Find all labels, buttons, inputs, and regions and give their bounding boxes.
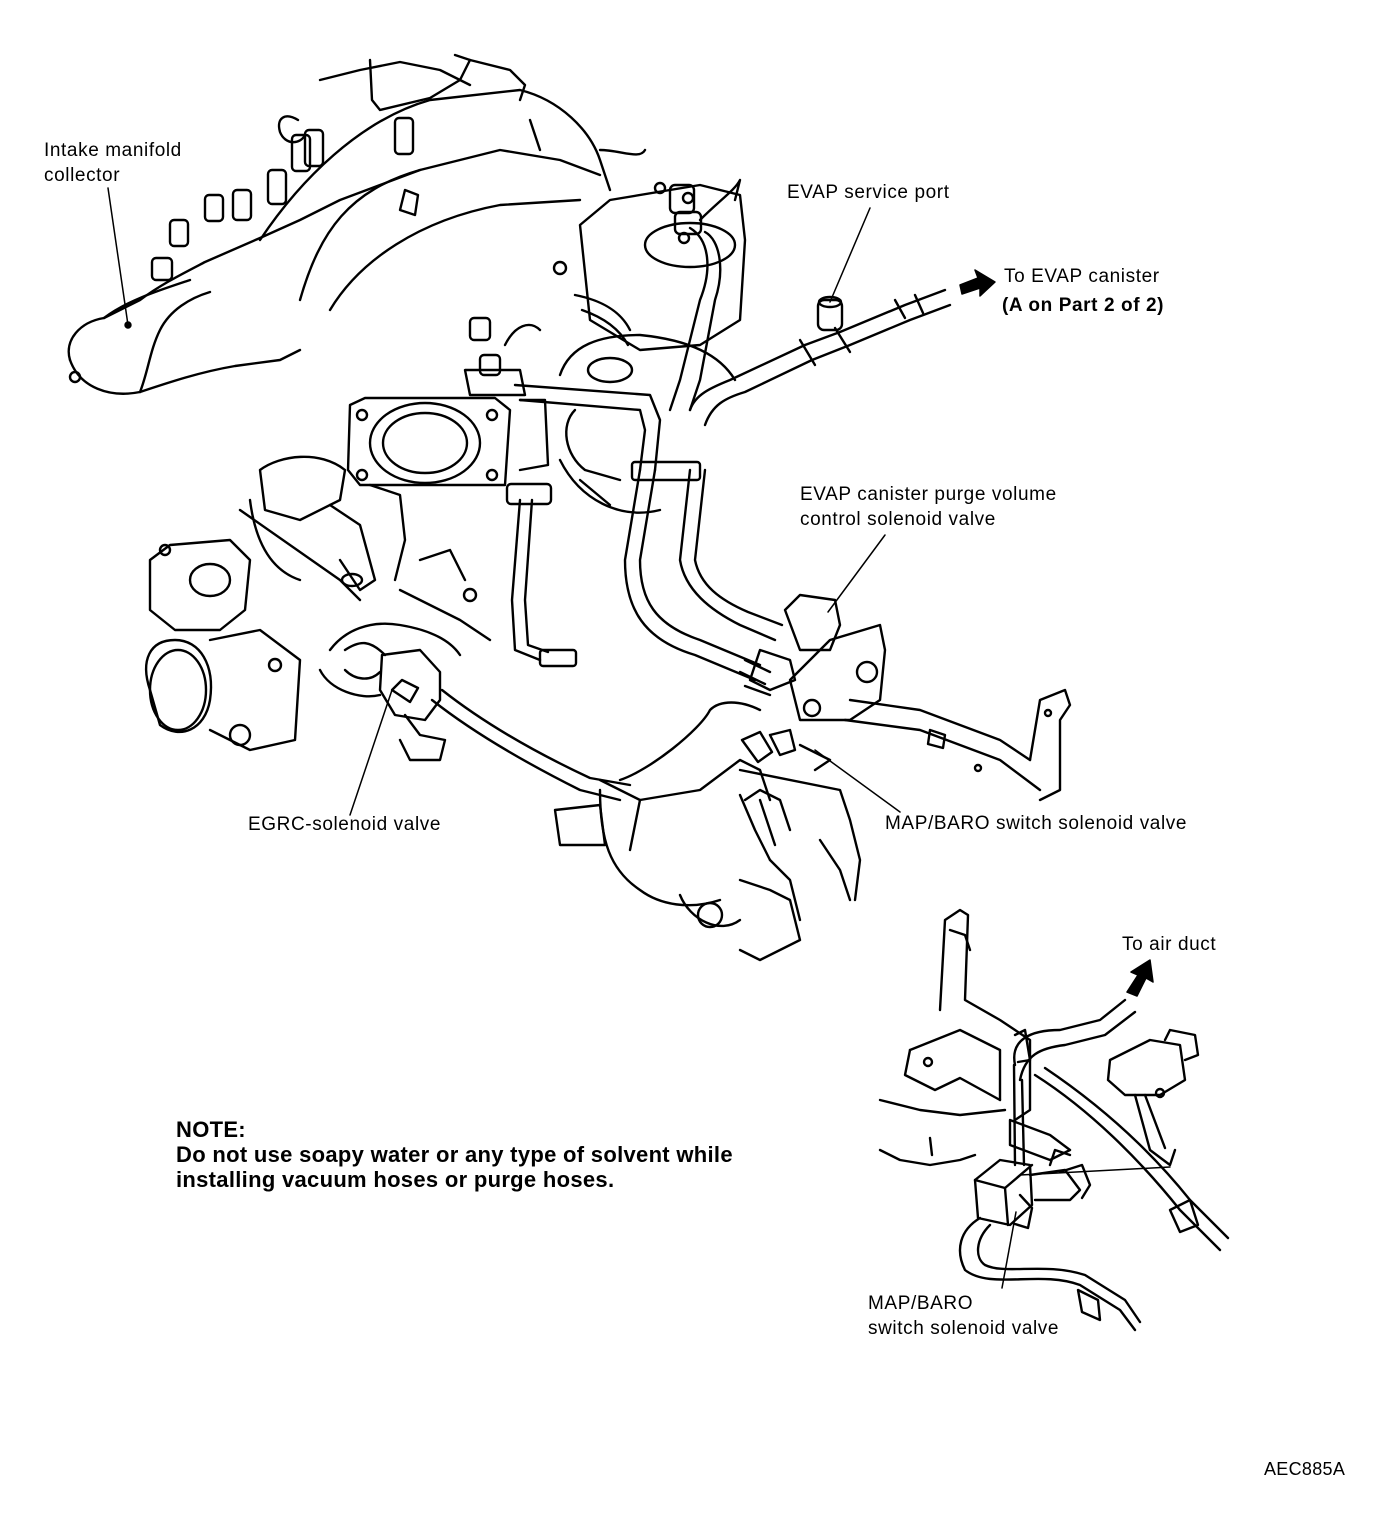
intake-manifold-label-line2: collector <box>44 165 121 186</box>
evap-service-port-label: EVAP service port <box>787 182 950 203</box>
evap-canister-arrow <box>959 269 996 297</box>
note-block: NOTE: Do not use soapy water or any type… <box>176 1117 733 1192</box>
purge-valve-label-line2: control solenoid valve <box>800 509 996 530</box>
to-evap-canister-label: To EVAP canister <box>1004 266 1160 287</box>
purge-valve-label-line1: EVAP canister purge volume <box>800 484 1057 505</box>
note-line-2: installing vacuum hoses or purge hoses. <box>176 1167 615 1192</box>
throttle-body-drawing <box>346 316 550 487</box>
detail-inset-drawing <box>878 908 1230 1332</box>
air-duct-arrow <box>1126 959 1154 997</box>
intake-manifold-label-line1: Intake manifold <box>44 140 182 161</box>
detail-map-baro-label-line2: switch solenoid valve <box>868 1318 1060 1339</box>
purge-solenoid-bracket-drawing <box>738 593 1072 802</box>
purge-hose-drawing <box>513 178 952 472</box>
detail-map-baro-label-line1: MAP/BARO <box>868 1293 974 1314</box>
egrc-solenoid-drawing <box>343 641 632 802</box>
water-outlet-drawing <box>145 455 492 752</box>
figure-id: AEC885A <box>1264 1459 1346 1479</box>
egrc-solenoid-label: EGRC-solenoid valve <box>248 814 442 835</box>
map-baro-valve-label: MAP/BARO switch solenoid valve <box>885 813 1188 834</box>
to-air-duct-label: To air duct <box>1122 934 1217 955</box>
leader-lines <box>107 187 1171 1289</box>
lower-bracket-drawing <box>553 701 862 962</box>
part-reference-label: (A on Part 2 of 2) <box>1002 295 1165 316</box>
evap-purge-block-drawing <box>505 181 747 514</box>
vertical-hoses-drawing <box>510 460 784 682</box>
intake-manifold-collector-drawing <box>67 53 647 395</box>
note-line-1: Do not use soapy water or any type of so… <box>176 1142 733 1167</box>
note-heading: NOTE: <box>176 1117 246 1142</box>
